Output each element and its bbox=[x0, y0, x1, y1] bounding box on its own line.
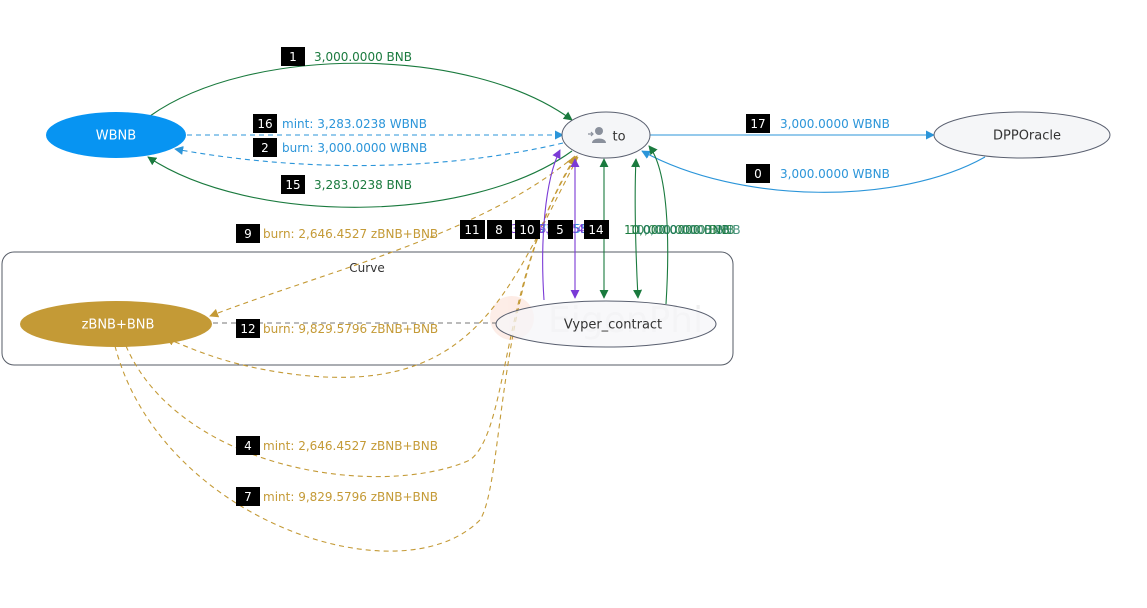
badge-0-text: 0 bbox=[754, 167, 762, 181]
node-vyper[interactable]: Vyper_contract bbox=[495, 300, 717, 348]
node-zbnb-label: zBNB+BNB bbox=[82, 318, 155, 333]
edge-label-overlap-green-2: 10,000.0000 BNB bbox=[629, 223, 735, 237]
node-wbnb-label: WBNB bbox=[96, 129, 136, 144]
node-dpporacle[interactable]: DPPOracle bbox=[933, 111, 1111, 159]
edge-1 bbox=[149, 62, 573, 121]
edge-0-label: 3,000.0000 WBNB bbox=[780, 167, 890, 181]
edge-14 bbox=[631, 158, 643, 299]
node-to-label: to bbox=[612, 130, 625, 145]
edge-2-label: burn: 3,000.0000 WBNB bbox=[282, 141, 427, 155]
badge-10 bbox=[515, 220, 540, 239]
overlap-labels: 10,000.0000 BNB 10,000.0000 BNB 10,000.0… bbox=[511, 222, 741, 237]
edge-7-label: mint: 9,829.5796 zBNB+BNB bbox=[263, 490, 438, 504]
edge-11 bbox=[542, 149, 561, 301]
edge-16-label: mint: 3,283.0238 WBNB bbox=[282, 117, 427, 131]
badge-1-text: 1 bbox=[289, 50, 297, 64]
node-dpporacle-label: DPPOracle bbox=[993, 129, 1061, 144]
node-to[interactable]: to bbox=[561, 111, 651, 159]
node-vyper-label: Vyper_contract bbox=[564, 318, 662, 333]
badge-5 bbox=[548, 220, 573, 239]
badge-17 bbox=[746, 114, 770, 133]
edge-15-label: 3,283.0238 BNB bbox=[314, 178, 412, 192]
badge-2-text: 2 bbox=[261, 141, 269, 155]
badge-5-text: 5 bbox=[556, 223, 564, 237]
badge-11 bbox=[460, 220, 485, 239]
edge-7 bbox=[114, 155, 578, 552]
edge-15 bbox=[147, 150, 573, 208]
badge-16-text: 16 bbox=[257, 117, 272, 131]
node-wbnb[interactable]: WBNB bbox=[46, 112, 186, 158]
edge-label-overlap-green-3: 10,000.0000 BNB bbox=[635, 223, 741, 237]
edge-label-overlap-green: 10,000.0000 BNB bbox=[624, 223, 730, 237]
edge-1-label: 3,000.0000 BNB bbox=[314, 50, 412, 64]
badge-8-text: 8 bbox=[495, 223, 503, 237]
edge-labels: 1 3,000.0000 BNB 16 mint: 3,283.0238 WBN… bbox=[236, 47, 890, 506]
edge-4 bbox=[125, 156, 576, 478]
badge-4-text: 4 bbox=[244, 439, 252, 453]
badge-12-text: 12 bbox=[240, 322, 255, 336]
edge-zbnb-return bbox=[165, 156, 579, 378]
edge-4-label: mint: 2,646.4527 zBNB+BNB bbox=[263, 439, 438, 453]
badge-7-text: 7 bbox=[244, 490, 252, 504]
badge-10-text: 10 bbox=[519, 223, 534, 237]
badge-8 bbox=[487, 220, 512, 239]
badge-0 bbox=[746, 164, 770, 183]
edge-9-label: burn: 2,646.4527 zBNB+BNB bbox=[263, 227, 438, 241]
badge-9-text: 9 bbox=[244, 227, 252, 241]
node-zbnb[interactable]: zBNB+BNB bbox=[20, 301, 212, 347]
badge-9 bbox=[236, 224, 260, 243]
badge-17-text: 17 bbox=[750, 117, 765, 131]
edge-12-label: burn: 9,829.5796 zBNB+BNB bbox=[263, 322, 438, 336]
badge-15 bbox=[281, 175, 305, 194]
badge-14-text: 14 bbox=[588, 223, 603, 237]
badge-2 bbox=[253, 138, 277, 157]
badge-7 bbox=[236, 487, 260, 506]
edge-17-label: 3,000.0000 WBNB bbox=[780, 117, 890, 131]
edge-vyper-to-green bbox=[648, 145, 669, 305]
badge-4 bbox=[236, 436, 260, 455]
badge-15-text: 15 bbox=[285, 178, 300, 192]
badge-1 bbox=[281, 47, 305, 66]
badge-12 bbox=[236, 319, 260, 338]
user-arrow-icon bbox=[588, 127, 606, 143]
edge-0 bbox=[641, 150, 986, 193]
badge-16 bbox=[253, 114, 277, 133]
cluster-curve-label: Curve bbox=[349, 261, 384, 275]
edges bbox=[114, 62, 986, 552]
badge-11-text: 11 bbox=[464, 223, 479, 237]
badge-14 bbox=[584, 220, 609, 239]
